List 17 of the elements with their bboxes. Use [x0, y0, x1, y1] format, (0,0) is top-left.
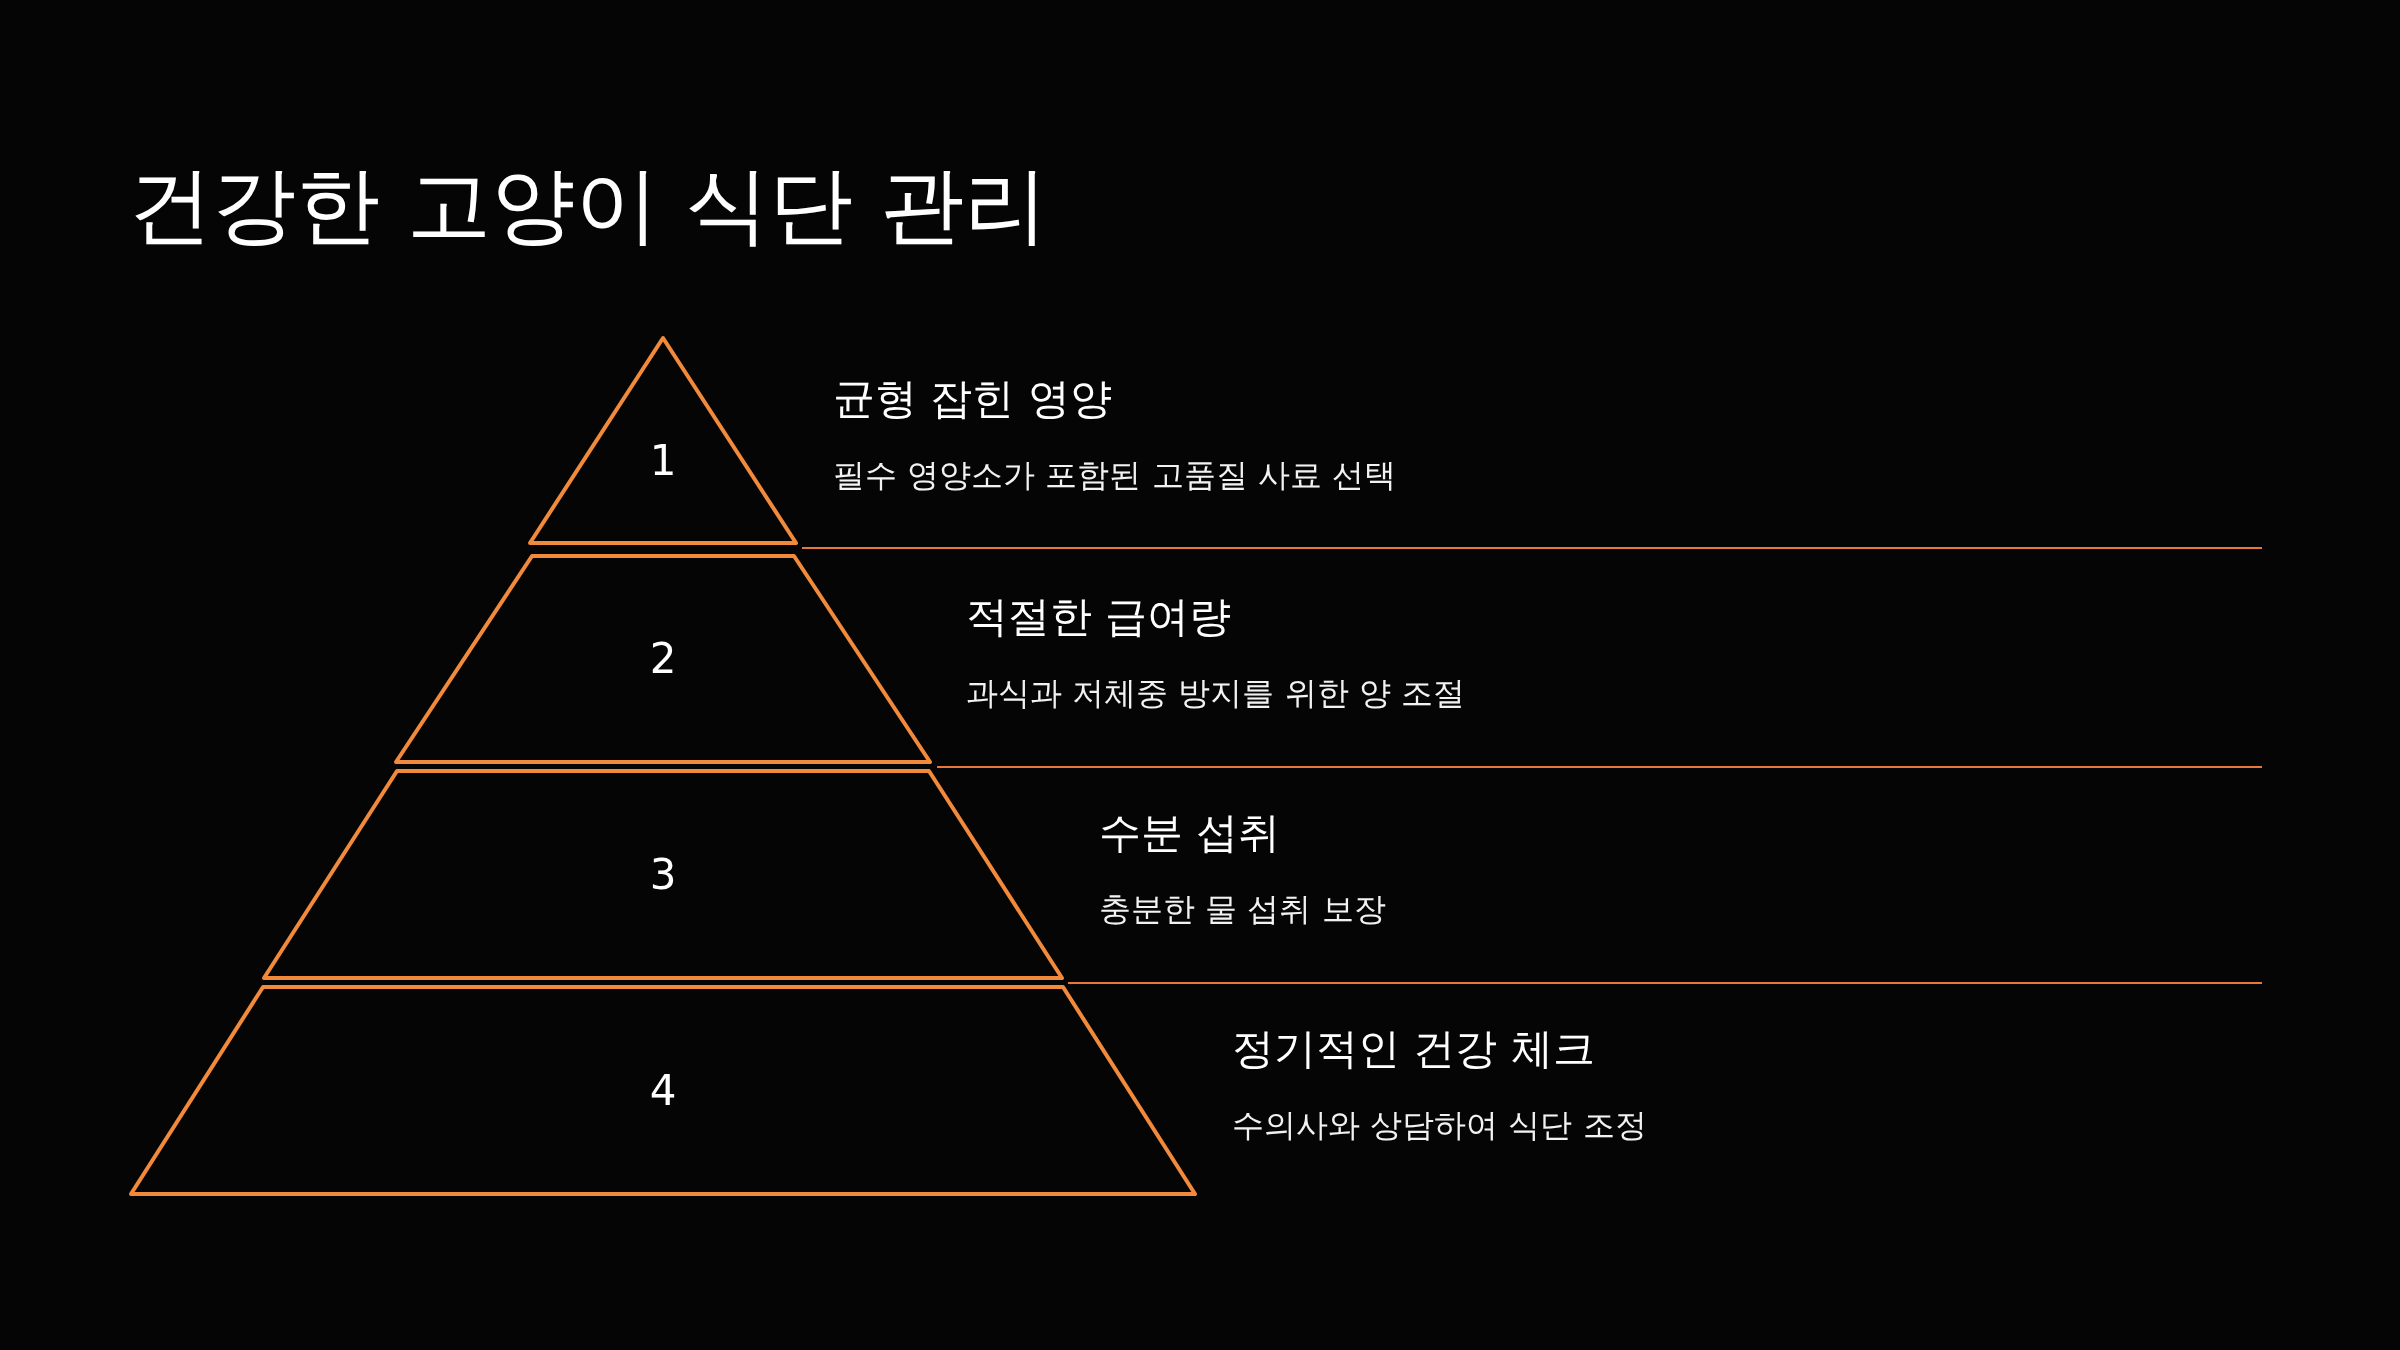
tier-heading: 적절한 급여량: [966, 591, 1232, 643]
pyramid-tier: [264, 771, 1062, 978]
tier-heading: 균형 잡힌 영양: [833, 373, 1112, 425]
tier-description: 필수 영양소가 포함된 고품질 사료 선택: [833, 455, 1396, 496]
tier-heading: 정기적인 건강 체크: [1232, 1023, 1595, 1075]
tier-number: 4: [649, 1065, 677, 1116]
tier-description: 충분한 물 섭취 보장: [1099, 889, 1386, 930]
tier-description: 수의사와 상담하여 식단 조정: [1232, 1105, 1647, 1146]
pyramid-tier: [131, 987, 1195, 1194]
pyramid-tier: [530, 338, 796, 543]
title: 건강한 고양이 식단 관리: [128, 155, 1049, 256]
tier-number: 3: [649, 849, 677, 900]
tier-heading: 수분 섭취: [1099, 807, 1281, 859]
pyramid-tier: [396, 556, 930, 762]
tier-description: 과식과 저체중 방지를 위한 양 조절: [966, 673, 1465, 714]
tier-number: 2: [649, 634, 677, 684]
tier-number: 1: [649, 436, 677, 486]
